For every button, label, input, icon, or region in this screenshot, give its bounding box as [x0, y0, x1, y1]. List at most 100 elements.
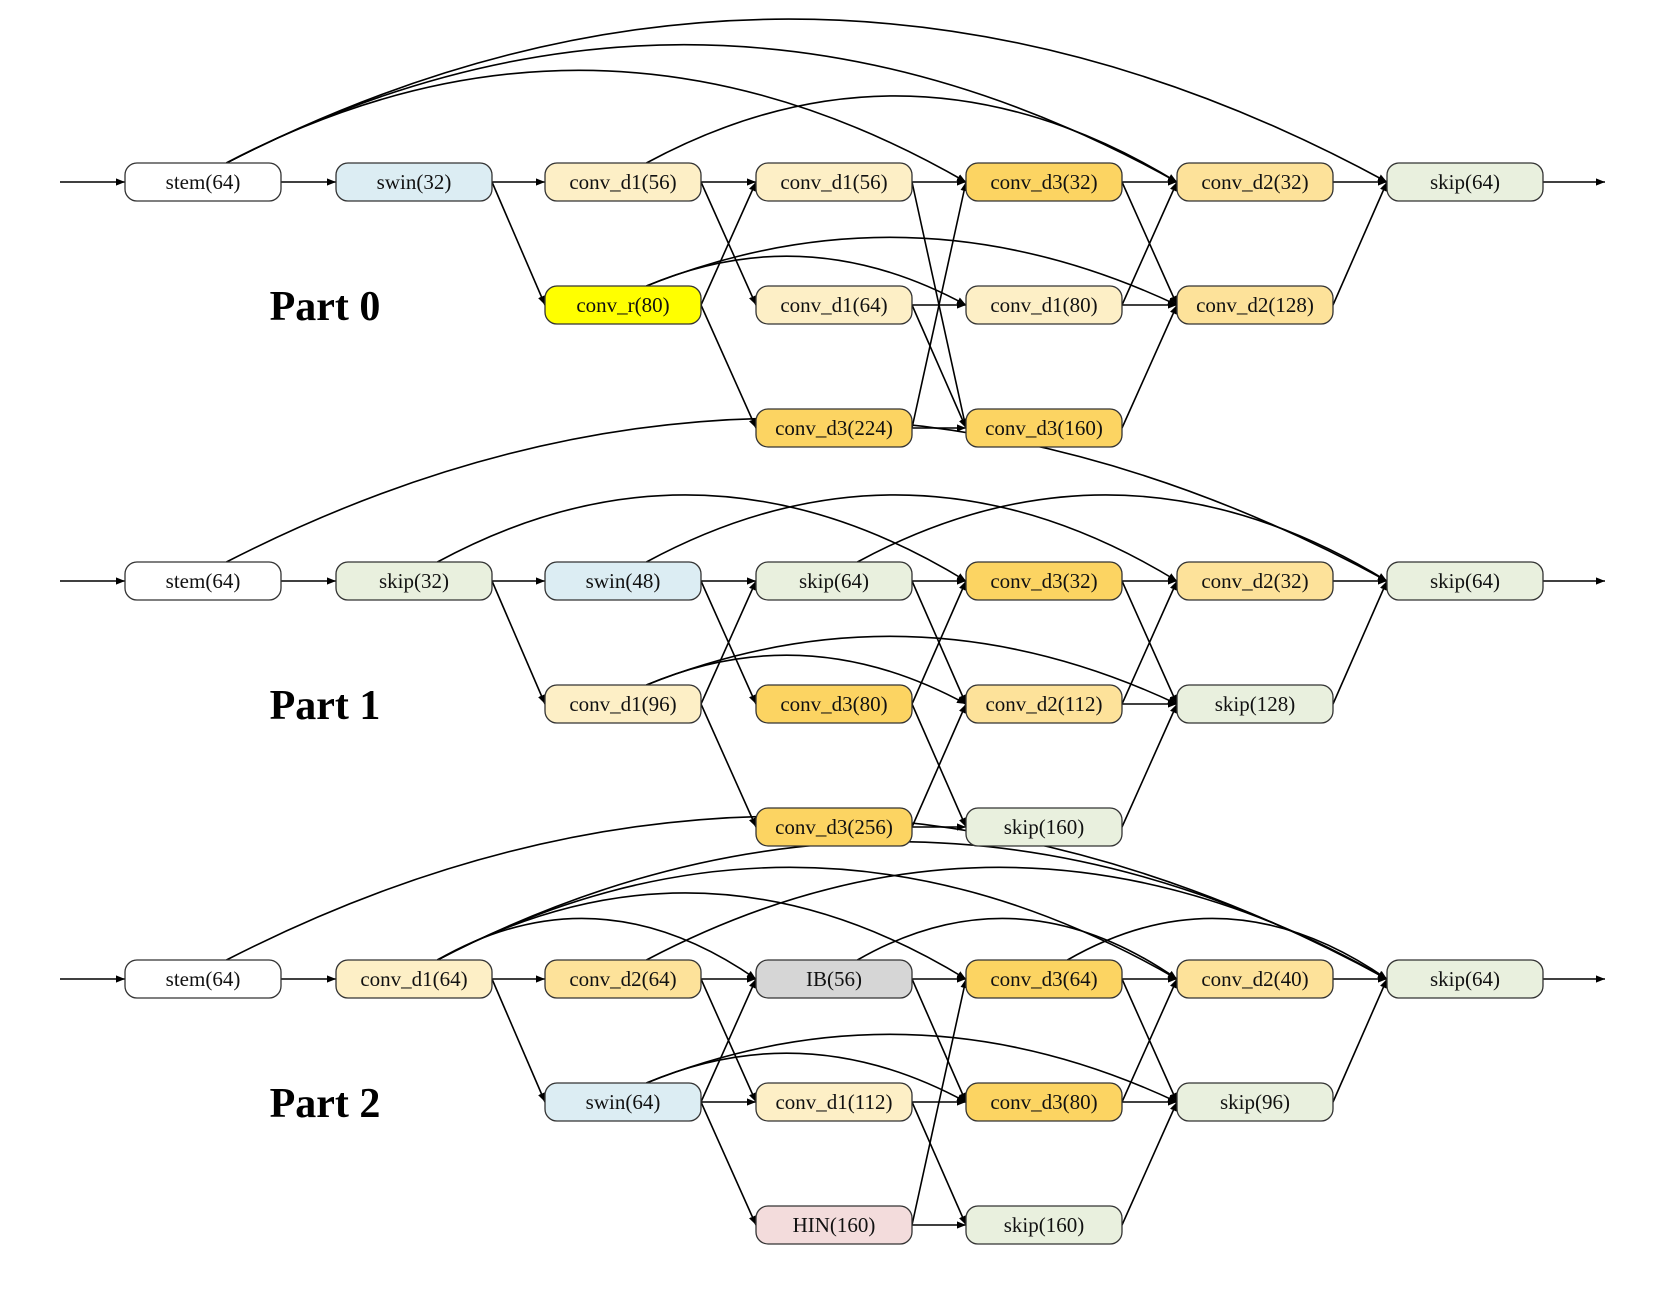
- edge-n2-n12: [646, 866, 1388, 980]
- edge-n2-n10: [646, 95, 1178, 183]
- node-label: conv_d1(112): [775, 1090, 892, 1114]
- node-conv_d1: conv_d1(64): [755, 285, 913, 325]
- node-label: conv_d1(64): [360, 967, 467, 991]
- edge-n8-n10: [1121, 978, 1178, 1103]
- node-box: [965, 684, 1123, 724]
- node-conv_d3: conv_d3(64): [965, 959, 1123, 999]
- edge-n11-n12: [1332, 580, 1388, 705]
- edge-n0-n10: [226, 43, 1178, 183]
- edge-n4-n12: [857, 494, 1388, 582]
- edge-n4-n8: [911, 978, 967, 1103]
- edge-n3-n6: [700, 703, 757, 828]
- node-label: skip(64): [1430, 967, 1500, 991]
- edge-n3-n4: [700, 181, 757, 306]
- node-conv_d2: conv_d2(112): [965, 684, 1123, 724]
- node-box: [965, 285, 1123, 325]
- node-box: [335, 959, 493, 999]
- edge-n9-n11: [1121, 703, 1178, 828]
- node-label: conv_d3(224): [775, 416, 893, 440]
- node-label: swin(32): [377, 170, 452, 194]
- node-label: conv_d2(32): [1201, 170, 1308, 194]
- node-stem: stem(64): [124, 162, 282, 202]
- node-label: conv_d2(128): [1196, 293, 1314, 317]
- node-box: [755, 807, 913, 847]
- edge-n3-n11: [646, 1033, 1178, 1103]
- edge-n0-n7: [226, 69, 967, 183]
- node-label: conv_d3(80): [780, 692, 887, 716]
- node-box: [544, 684, 702, 724]
- node-conv_d2: conv_d2(32): [1176, 162, 1334, 202]
- node-box: [965, 807, 1123, 847]
- node-box: [965, 561, 1123, 601]
- edge-n1-n10: [437, 866, 1178, 980]
- edge-n6-n7: [911, 181, 968, 429]
- node-label: skip(64): [1430, 569, 1500, 593]
- node-box: [544, 1082, 702, 1122]
- node-box: [544, 561, 702, 601]
- node-conv_d3: conv_d3(224): [755, 408, 913, 448]
- node-conv_d1: conv_d1(112): [755, 1082, 913, 1122]
- node-label: conv_d2(40): [1201, 967, 1308, 991]
- edge-n2-n10: [646, 494, 1178, 582]
- edge-n1-n3: [491, 978, 546, 1103]
- node-label: swin(64): [586, 1090, 661, 1114]
- edge-n1-n7: [437, 494, 967, 582]
- node-conv_d3: conv_d3(80): [755, 684, 913, 724]
- node-conv_d3: conv_d3(256): [755, 807, 913, 847]
- node-conv_d3: conv_d3(32): [965, 561, 1123, 601]
- node-stem: stem(64): [124, 959, 282, 999]
- node-box: [965, 162, 1123, 202]
- node-skip: skip(160): [965, 807, 1123, 847]
- node-label: conv_d1(56): [569, 170, 676, 194]
- edge-n3-n4: [700, 978, 757, 1103]
- node-label: skip(160): [1004, 815, 1085, 839]
- node-HIN: HIN(160): [755, 1205, 913, 1245]
- node-skip: skip(64): [1386, 561, 1544, 601]
- edge-n11-n12: [1332, 181, 1388, 306]
- edge-n3-n11: [646, 236, 1178, 306]
- node-label: conv_d3(80): [990, 1090, 1097, 1114]
- node-conv_d2: conv_d2(128): [1176, 285, 1334, 325]
- node-box: [544, 959, 702, 999]
- node-box: [1386, 561, 1544, 601]
- node-box: [755, 408, 913, 448]
- node-conv_d2: conv_d2(40): [1176, 959, 1334, 999]
- node-label: conv_r(80): [576, 293, 669, 317]
- edge-n5-n9: [911, 304, 967, 429]
- node-box: [544, 162, 702, 202]
- node-box: [755, 162, 913, 202]
- edges-layer: [60, 18, 1605, 1229]
- node-box: [124, 162, 282, 202]
- node-label: conv_d3(160): [985, 416, 1103, 440]
- node-conv_d1: conv_d1(56): [755, 162, 913, 202]
- node-label: stem(64): [166, 170, 241, 194]
- node-label: skip(32): [379, 569, 449, 593]
- node-box: [1176, 959, 1334, 999]
- node-skip: skip(160): [965, 1205, 1123, 1245]
- node-conv_d2: conv_d2(64): [544, 959, 702, 999]
- edge-n11-n12: [1332, 978, 1388, 1103]
- node-swin: swin(64): [544, 1082, 702, 1122]
- part-label: Part 2: [270, 1081, 381, 1127]
- edge-n8-n10: [1121, 181, 1178, 306]
- node-conv_d3: conv_d3(32): [965, 162, 1123, 202]
- node-label: skip(128): [1215, 692, 1296, 716]
- part-label: Part 0: [270, 284, 381, 330]
- node-label: IB(56): [806, 967, 862, 991]
- node-skip: skip(64): [755, 561, 913, 601]
- node-swin: swin(32): [335, 162, 493, 202]
- node-conv_d3: conv_d3(160): [965, 408, 1123, 448]
- node-box: [544, 285, 702, 325]
- edge-n1-n3: [491, 181, 546, 306]
- node-box: [755, 1205, 913, 1245]
- node-skip: skip(64): [1386, 959, 1544, 999]
- node-box: [755, 1082, 913, 1122]
- node-label: conv_d3(32): [990, 170, 1097, 194]
- node-box: [1386, 959, 1544, 999]
- edge-n9-n11: [1121, 304, 1178, 429]
- edge-n5-n9: [911, 1101, 967, 1226]
- node-box: [755, 684, 913, 724]
- node-label: HIN(160): [793, 1213, 876, 1237]
